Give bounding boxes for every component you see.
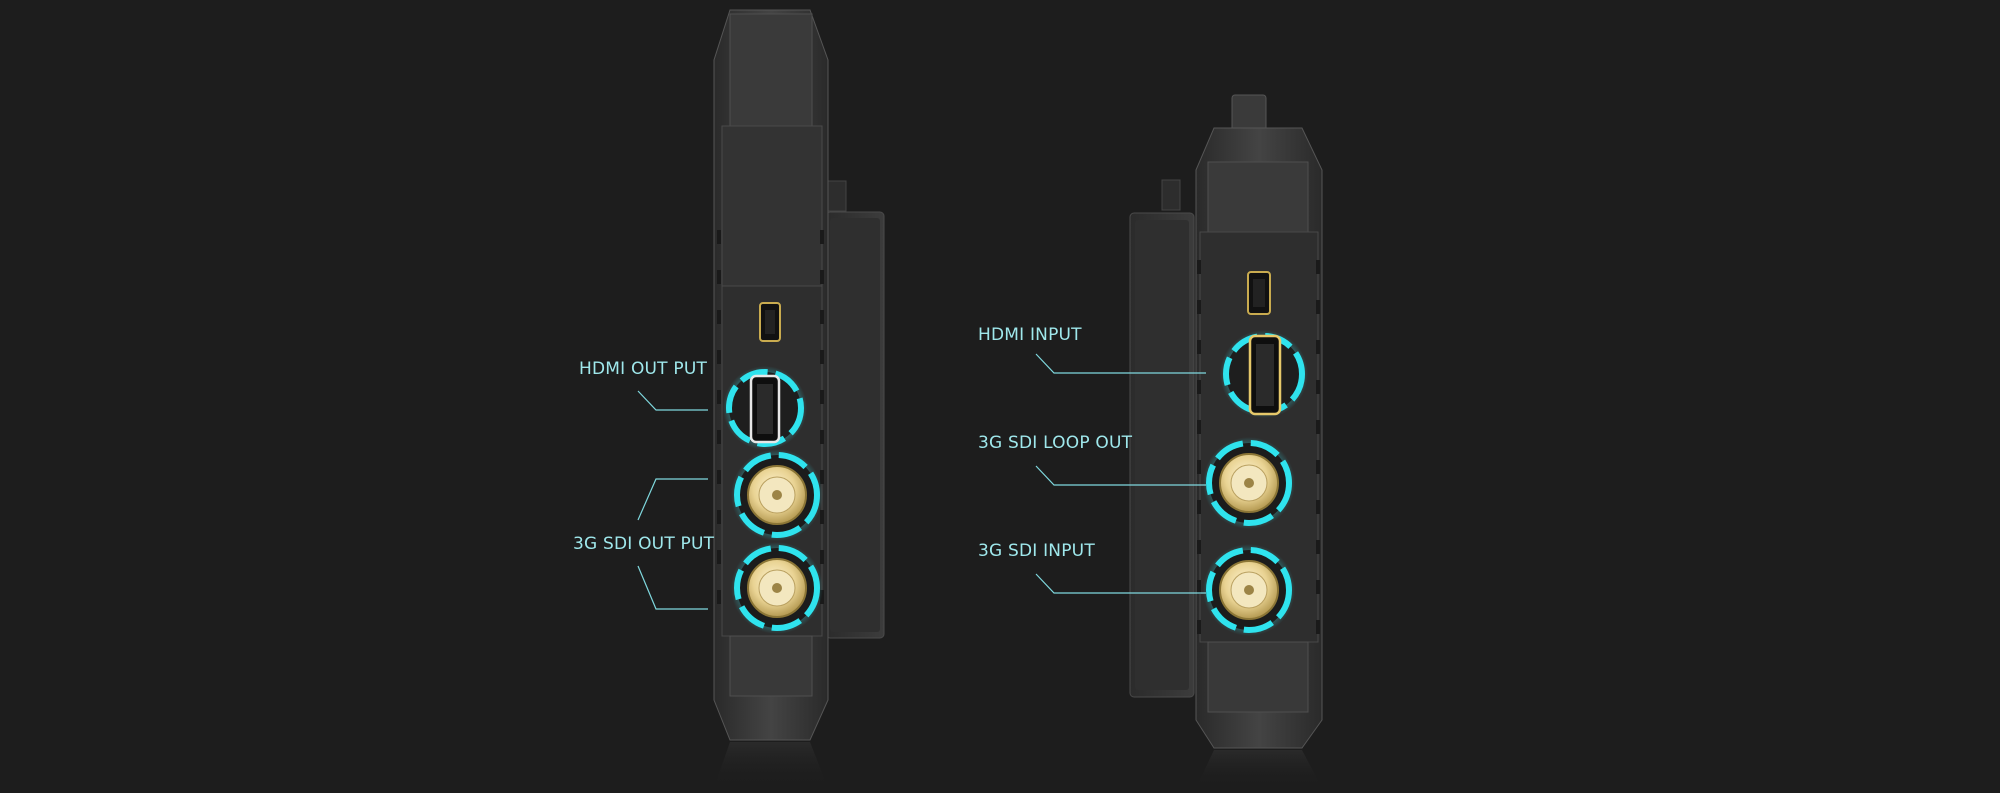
label-hdmi-output: HDMI OUT PUT <box>579 359 708 379</box>
label-hdmi-input: HDMI INPUT <box>978 325 1082 345</box>
left-monitor <box>713 9 885 788</box>
label-sdi-loop-out: 3G SDI LOOP OUT <box>978 433 1133 453</box>
label-sdi-input: 3G SDI INPUT <box>978 541 1095 561</box>
callout-lines <box>637 353 1206 610</box>
right-monitor <box>1129 94 1323 788</box>
label-sdi-output: 3G SDI OUT PUT <box>573 534 715 554</box>
